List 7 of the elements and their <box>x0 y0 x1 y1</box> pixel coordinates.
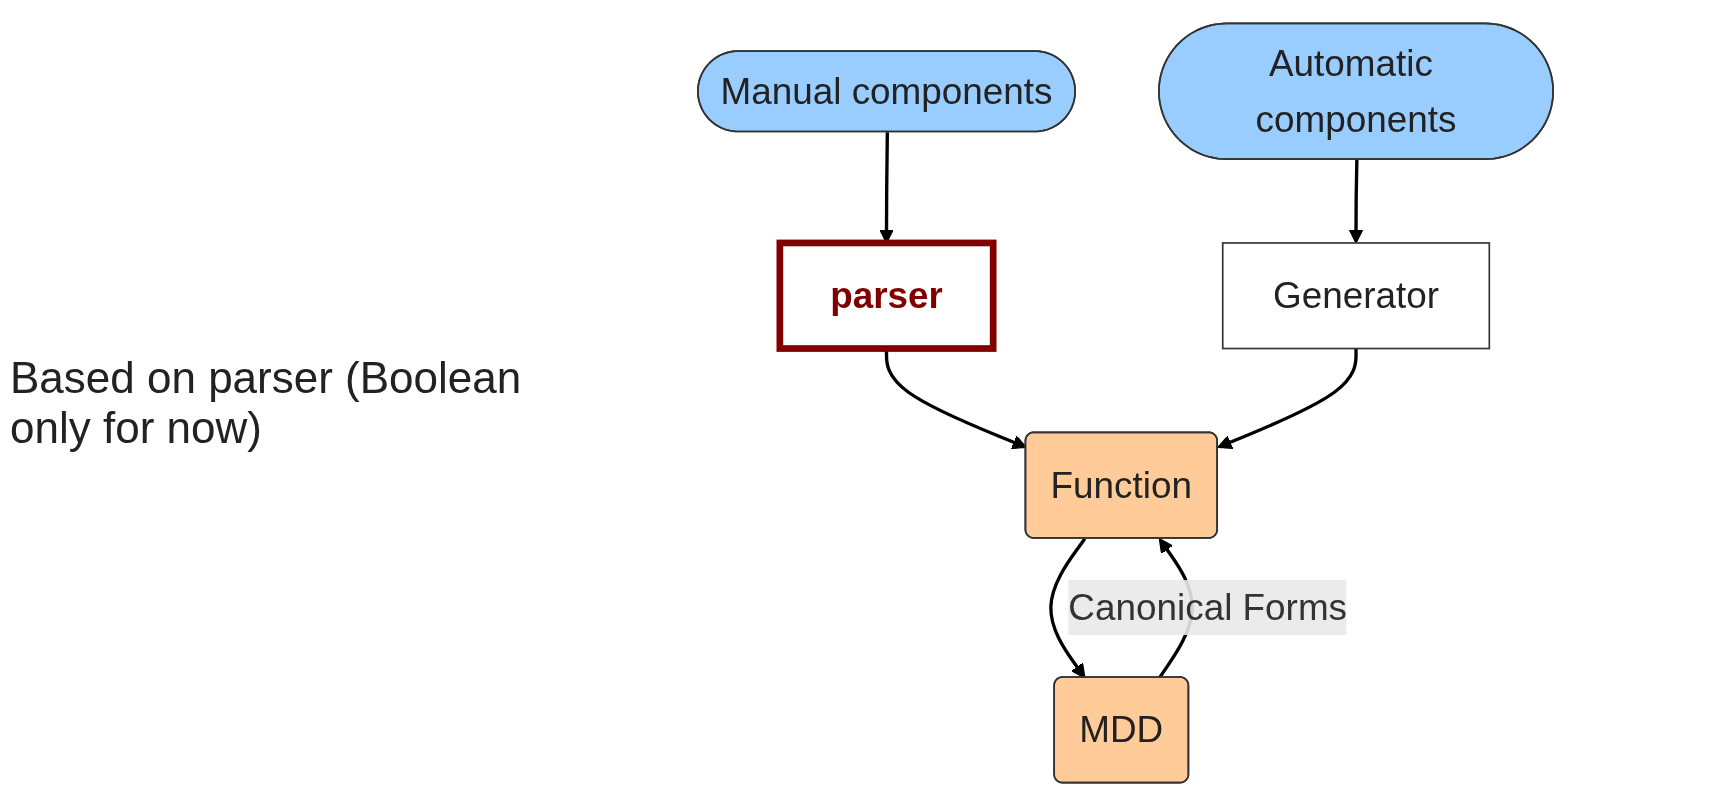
arrow <box>1348 159 1364 244</box>
arrow <box>1217 348 1358 450</box>
note-text: Based on parser (Boolean only for now) <box>10 353 523 453</box>
node-box: parser <box>776 239 997 352</box>
edge-label: Canonical Forms <box>1068 586 1348 629</box>
arrow <box>1049 537 1087 679</box>
node-box: Generator <box>1221 242 1491 350</box>
